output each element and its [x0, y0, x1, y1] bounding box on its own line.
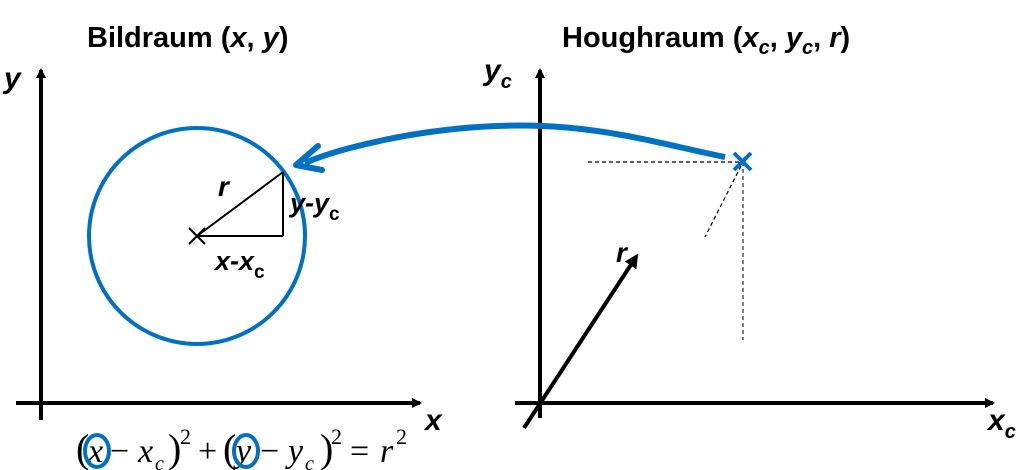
- radius-line: [196, 171, 284, 237]
- y-highlight-ellipse: [232, 433, 260, 469]
- left-y-axis-label: y: [2, 62, 22, 95]
- svg-text:): ): [168, 426, 181, 470]
- svg-text:r: r: [380, 433, 394, 470]
- right-title: Houghraum (xc, yc, r): [562, 22, 850, 59]
- svg-text:y: y: [285, 433, 304, 470]
- mapping-arrowhead-icon: [293, 143, 325, 173]
- svg-text:c: c: [155, 453, 164, 470]
- svg-text:2: 2: [331, 424, 342, 449]
- x-highlight-ellipse: [83, 433, 111, 469]
- right-r-axis-label: r: [616, 237, 629, 268]
- circle-equation: ( x − x c ) 2 + ( y − y c ) 2 = r 2: [76, 424, 407, 470]
- radius-label: r: [218, 171, 231, 202]
- svg-text:+: +: [198, 433, 217, 470]
- right-xc-axis-label: xc: [986, 404, 1016, 443]
- image-circle: [87, 126, 307, 346]
- dy-label: y-yc: [288, 188, 340, 225]
- svg-text:(: (: [223, 426, 236, 470]
- svg-text:=: =: [350, 433, 369, 470]
- svg-text:c: c: [305, 453, 314, 470]
- mapping-arrow: [303, 122, 726, 166]
- hough-point-cross-icon: [732, 151, 753, 172]
- svg-text:): ): [320, 426, 333, 470]
- svg-text:x: x: [87, 433, 103, 470]
- right-r-axis: [522, 253, 639, 430]
- svg-text:−: −: [260, 433, 279, 470]
- dx-label: x-xc: [213, 246, 265, 283]
- right-yc-axis-label: yc: [482, 54, 512, 93]
- svg-text:2: 2: [396, 424, 407, 449]
- left-title: Bildraum (x, y): [87, 22, 288, 54]
- svg-text:x: x: [137, 433, 153, 470]
- r-projection-line: [704, 165, 742, 238]
- svg-text:2: 2: [180, 424, 191, 449]
- left-x-axis-label: x: [423, 404, 443, 437]
- svg-text:−: −: [110, 433, 129, 470]
